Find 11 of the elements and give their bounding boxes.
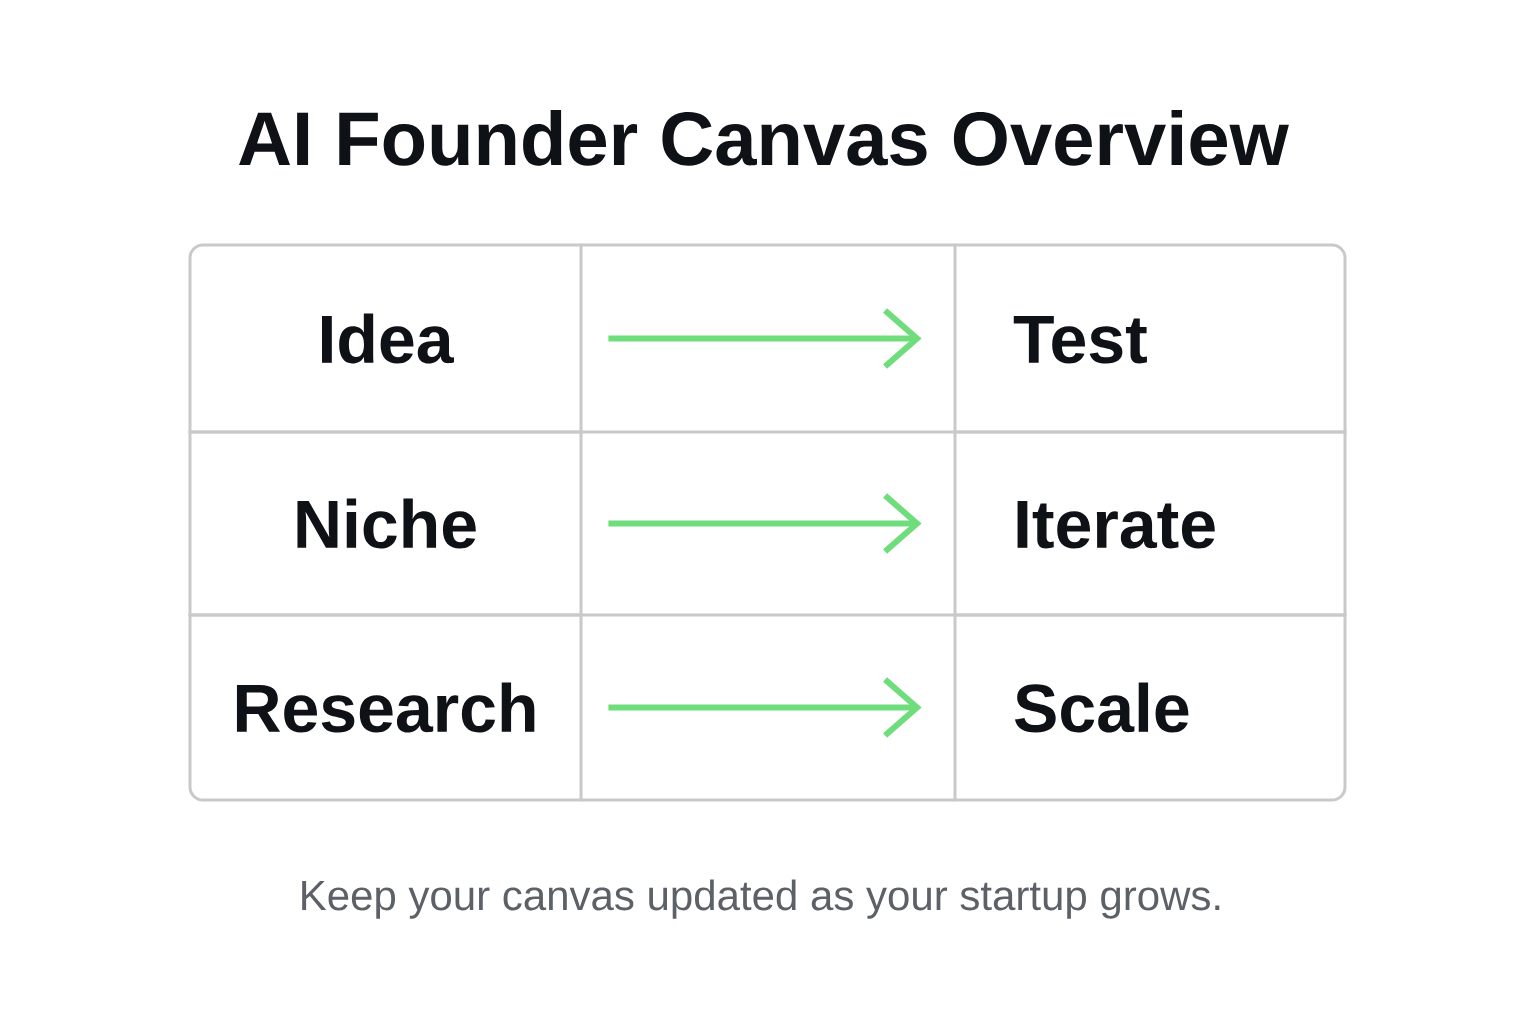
- arrow: [608, 677, 922, 738]
- table-cell: Research: [188, 613, 583, 802]
- title: AI Founder Canvas Overview: [239, 109, 1289, 166]
- table-cell: Idea: [188, 243, 583, 434]
- table-cell: Niche: [188, 430, 583, 617]
- table-cell: Test: [953, 243, 1347, 434]
- table-cell: Scale: [953, 613, 1347, 802]
- caption: Keep your canvas updated as your startup grows.: [302, 879, 1220, 919]
- table-cell: Iterate: [953, 430, 1347, 617]
- arrow: [608, 308, 922, 369]
- arrow: [608, 493, 922, 554]
